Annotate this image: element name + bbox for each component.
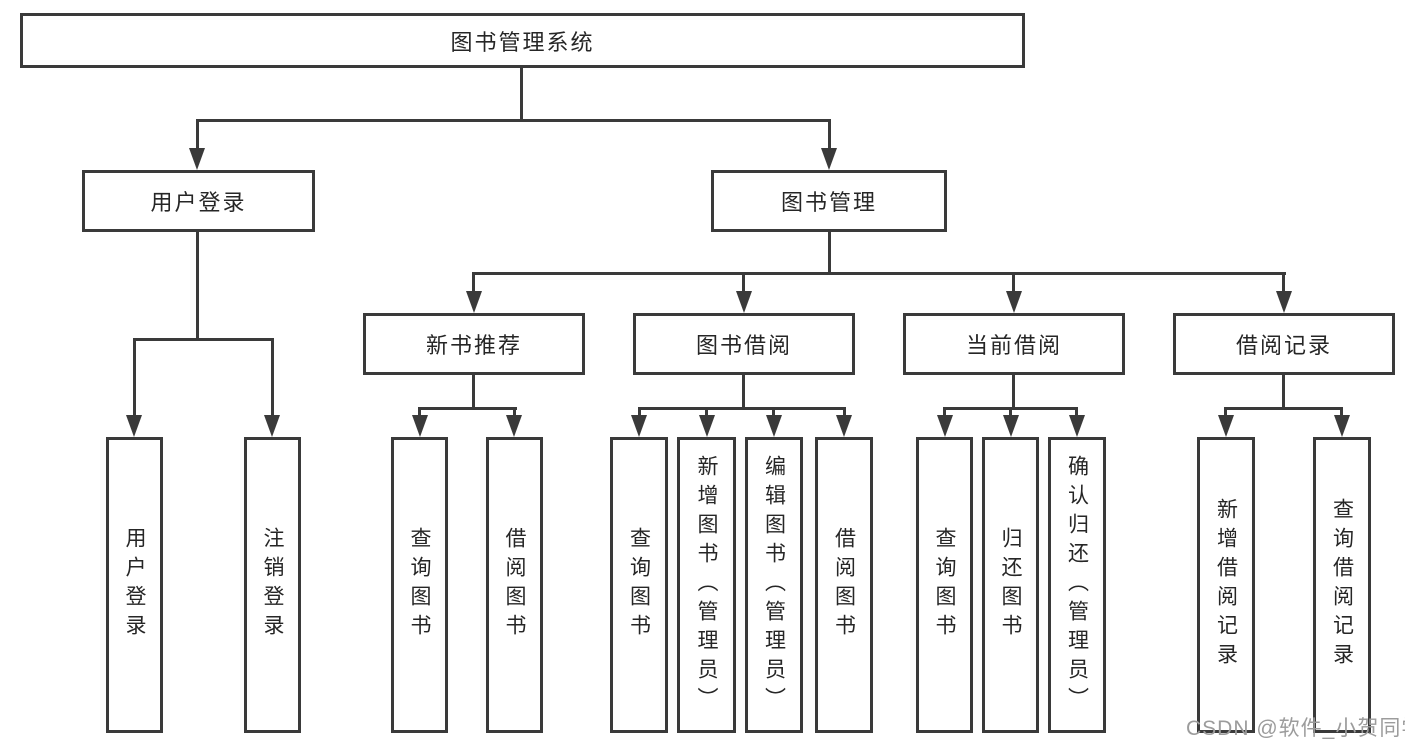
connector-stub <box>828 119 831 150</box>
connector-drop <box>742 375 745 410</box>
node-user-login: 用户登录 <box>82 170 315 232</box>
csdn-watermark: CSDN @软件_小贺同学 <box>1186 717 1405 740</box>
node-library-management-system: 图书管理系统 <box>20 13 1025 68</box>
arrow-down-icon <box>506 415 522 437</box>
connector-level1-rail <box>196 119 830 122</box>
leaf-label: 查询借阅记录 <box>1330 498 1354 672</box>
connector-stub <box>1224 407 1227 417</box>
leaf-logout: 注销登录 <box>244 437 301 733</box>
leaf-confirm-return-admin: 确认归还（管理员） <box>1048 437 1106 733</box>
connector-stub <box>638 407 641 417</box>
connector-rail <box>418 407 517 410</box>
arrow-down-icon <box>699 415 715 437</box>
leaf-label: 用户登录 <box>123 527 147 643</box>
connector-stub <box>472 272 475 293</box>
node-borrowing-records: 借阅记录 <box>1173 313 1395 375</box>
connector-root-drop <box>520 68 523 122</box>
leaf-add-borrow-record: 新增借阅记录 <box>1197 437 1255 733</box>
leaf-label: 查询图书 <box>408 527 432 643</box>
connector-stub <box>705 407 708 417</box>
arrow-down-icon <box>264 415 280 437</box>
node-label: 用户登录 <box>150 190 247 215</box>
leaf-borrow-books-1: 借阅图书 <box>486 437 543 733</box>
leaf-query-books-2: 查询图书 <box>610 437 668 733</box>
connector-drop <box>1282 375 1285 410</box>
node-label: 图书借阅 <box>695 333 792 358</box>
leaf-user-login: 用户登录 <box>106 437 163 733</box>
leaf-label: 借阅图书 <box>503 527 527 643</box>
leaf-query-books-3: 查询图书 <box>916 437 973 733</box>
leaf-borrow-books-2: 借阅图书 <box>815 437 873 733</box>
arrow-down-icon <box>412 415 428 437</box>
connector-stub <box>1282 272 1285 293</box>
connector-drop <box>472 375 475 410</box>
connector-rail <box>638 407 846 410</box>
arrow-down-icon <box>1334 415 1350 437</box>
leaf-return-book: 归还图书 <box>982 437 1039 733</box>
node-label: 新书推荐 <box>425 333 522 358</box>
arrow-down-icon <box>736 291 752 313</box>
arrow-down-icon <box>1276 291 1292 313</box>
connector-stub <box>271 338 274 416</box>
connector-stub <box>196 119 199 150</box>
node-label: 当前借阅 <box>965 333 1062 358</box>
connector-stub <box>943 407 946 417</box>
arrow-down-icon <box>1218 415 1234 437</box>
node-book-management: 图书管理 <box>711 170 947 232</box>
arrow-down-icon <box>126 415 142 437</box>
connector-level3-rail <box>472 272 1286 275</box>
connector-stub <box>1009 407 1012 417</box>
leaf-label: 归还图书 <box>999 527 1023 643</box>
arrow-down-icon <box>937 415 953 437</box>
node-label: 图书管理系统 <box>450 29 595 55</box>
leaf-add-book-admin: 新增图书（管理员） <box>677 437 736 733</box>
arrow-down-icon <box>836 415 852 437</box>
arrow-down-icon <box>766 415 782 437</box>
connector-stub <box>1075 407 1078 417</box>
leaf-label: 编辑图书（管理员） <box>762 454 786 716</box>
arrow-down-icon <box>821 148 837 170</box>
arrow-down-icon <box>631 415 647 437</box>
leaf-label: 查询图书 <box>933 527 957 643</box>
connector-stub <box>1012 272 1015 293</box>
connector-stub <box>418 407 421 417</box>
node-label: 图书管理 <box>780 190 877 215</box>
connector-stub <box>742 272 745 293</box>
leaf-edit-book-admin: 编辑图书（管理员） <box>745 437 803 733</box>
leaf-label: 借阅图书 <box>832 527 856 643</box>
arrow-down-icon <box>1003 415 1019 437</box>
connector-stub <box>513 407 516 417</box>
leaf-label: 注销登录 <box>261 527 285 643</box>
node-label: 借阅记录 <box>1235 333 1332 358</box>
leaf-query-borrow-record: 查询借阅记录 <box>1313 437 1371 733</box>
connector-login-drop <box>196 232 199 339</box>
leaf-query-books-1: 查询图书 <box>391 437 448 733</box>
node-new-book-recommend: 新书推荐 <box>363 313 585 375</box>
connector-stub <box>772 407 775 417</box>
leaf-label: 确认归还（管理员） <box>1065 454 1089 716</box>
node-book-borrowing: 图书借阅 <box>633 313 855 375</box>
arrow-down-icon <box>1069 415 1085 437</box>
arrow-down-icon <box>189 148 205 170</box>
arrow-down-icon <box>1006 291 1022 313</box>
connector-rail <box>1224 407 1343 410</box>
leaf-label: 新增图书（管理员） <box>695 454 719 716</box>
node-current-borrowing: 当前借阅 <box>903 313 1125 375</box>
connector-mgmt-drop <box>828 232 831 275</box>
leaf-label: 新增借阅记录 <box>1214 498 1238 672</box>
connector-stub <box>1340 407 1343 417</box>
arrow-down-icon <box>466 291 482 313</box>
connector-drop <box>1012 375 1015 410</box>
connector-stub <box>843 407 846 417</box>
leaf-label: 查询图书 <box>627 527 651 643</box>
connector-login-rail <box>133 338 274 341</box>
connector-stub <box>133 338 136 416</box>
